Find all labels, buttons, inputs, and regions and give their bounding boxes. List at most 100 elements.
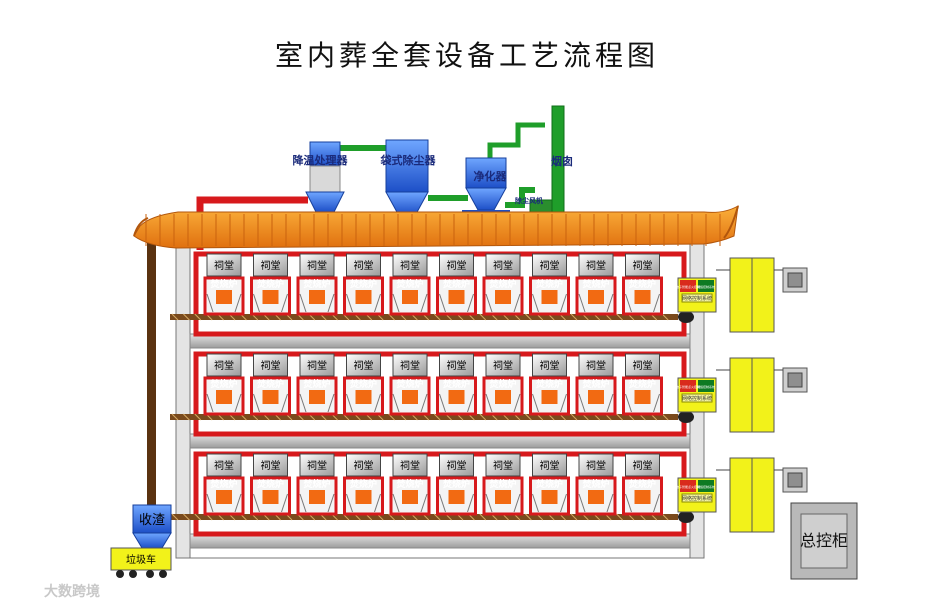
conveyor-tread — [616, 413, 623, 421]
furnace-label: 焚烧炉 — [209, 378, 237, 390]
page-title: 室内葬全套设备工艺流程图 — [274, 39, 659, 72]
shrine-label: 祠堂 — [586, 459, 606, 472]
furnace-chute-l — [346, 393, 353, 413]
furnace-fire — [402, 390, 418, 404]
conveyor-tread — [194, 413, 202, 421]
floor-conveyor — [170, 414, 678, 420]
shrine-label: 祠堂 — [261, 259, 281, 272]
furnace-chute-r — [513, 293, 521, 313]
furnace-fire — [634, 490, 651, 504]
furnace-fire — [541, 390, 558, 404]
shrine-box — [532, 253, 567, 277]
shrine-box — [253, 353, 288, 377]
conveyor-tread — [616, 313, 623, 321]
furnace-label: 焚烧炉 — [488, 478, 516, 490]
conveyor-tread — [479, 313, 487, 321]
ash-pole — [147, 222, 156, 512]
garbage-cart-label: 垃圾车 — [126, 553, 156, 566]
furnace-label: 焚烧炉 — [302, 278, 330, 290]
shrine-box — [625, 253, 660, 277]
conveyor-tread — [570, 513, 578, 521]
furnace-fire — [588, 390, 604, 404]
ash-label: 收渣 — [139, 513, 165, 528]
garbage-cart — [110, 547, 172, 571]
furnace-chute-l — [206, 293, 214, 313]
shrine-box — [392, 353, 428, 377]
shrine-box — [299, 453, 335, 477]
furnace-fire — [262, 490, 279, 504]
conveyor-tread — [479, 413, 487, 421]
furnace-chute-r — [653, 493, 660, 513]
conveyor-tread — [183, 513, 190, 521]
shrine-box — [532, 453, 567, 477]
furnace-chute-r — [374, 293, 381, 313]
furnace-label: 焚烧炉 — [256, 478, 284, 490]
purifier-body — [465, 157, 507, 189]
shrine-label: 祠堂 — [214, 359, 234, 372]
panel-strip-label: 网络控制系统 — [682, 295, 712, 302]
panel-strip — [681, 493, 713, 503]
conveyor-tread — [661, 413, 669, 421]
furnace-chute-r — [234, 493, 242, 513]
shrine-label: 祠堂 — [540, 459, 560, 472]
shrine-label: 祠堂 — [354, 459, 374, 472]
watermark: 大数跨境 — [44, 583, 100, 600]
conveyor-tread — [433, 513, 441, 521]
furnace-label: 焚烧炉 — [628, 478, 656, 490]
roof-eave-right — [723, 205, 739, 239]
furnace-chute-l — [439, 293, 446, 313]
shrine-box — [253, 253, 288, 277]
panel-strip-label: 网络控制系统 — [682, 395, 712, 402]
green-duct-3 — [505, 187, 535, 208]
furnace-fire — [355, 390, 372, 404]
panel-strip — [681, 393, 713, 403]
furnace-chute-r — [281, 293, 288, 313]
shrine-box — [299, 353, 335, 377]
shrine-box — [439, 353, 474, 377]
shrine-label: 祠堂 — [586, 259, 606, 272]
furnace-chute-l — [299, 493, 307, 513]
panel-red — [680, 480, 696, 492]
shrine-label: 祠堂 — [540, 359, 560, 372]
furnace-fire — [402, 290, 418, 304]
furnace-chute-r — [281, 493, 288, 513]
shrine-label: 祠堂 — [214, 259, 234, 272]
shrine-label: 祠堂 — [540, 259, 560, 272]
shrine-box — [206, 453, 242, 477]
shrine-label: 祠堂 — [633, 359, 653, 372]
conveyor-tread — [479, 513, 487, 521]
furnace-chute-l — [439, 493, 446, 513]
shrine-label: 祠堂 — [447, 259, 467, 272]
fan-label: 除尘风机 — [515, 196, 543, 205]
purifier-label: 净化器 — [474, 169, 508, 183]
conveyor-tread — [171, 513, 179, 521]
shrine-box — [439, 453, 474, 477]
shrine-box — [253, 453, 288, 477]
cart-wheel — [129, 570, 137, 578]
furnace-chute-r — [327, 393, 335, 413]
shrine-box — [346, 253, 381, 277]
shrine-label: 祠堂 — [493, 459, 513, 472]
conveyor-tread — [194, 513, 202, 521]
shrine-label: 祠堂 — [354, 359, 374, 372]
conveyor-tread — [570, 313, 578, 321]
furnace-chute-r — [560, 293, 567, 313]
floor-conveyor — [170, 314, 678, 320]
green-duct-4 — [487, 122, 545, 158]
furnace-label: 焚烧炉 — [349, 378, 377, 390]
shrine-label: 祠堂 — [493, 259, 513, 272]
furnace-label: 焚烧炉 — [442, 378, 470, 390]
shrine-box — [206, 253, 242, 277]
panel-strip-label: 网络控制系统 — [682, 495, 712, 502]
conveyor-tread — [525, 313, 532, 321]
furnace-fire — [402, 490, 418, 504]
furnace-fire — [309, 390, 325, 404]
shrine-label: 祠堂 — [307, 259, 327, 272]
furnace-fire — [355, 290, 372, 304]
cart-wheel — [146, 570, 154, 578]
furnace-chute-l — [253, 293, 260, 313]
furnace-fire — [495, 490, 511, 504]
furnace-chute-l — [625, 393, 632, 413]
panel-red — [680, 380, 696, 392]
grey-control-inner — [787, 472, 803, 488]
